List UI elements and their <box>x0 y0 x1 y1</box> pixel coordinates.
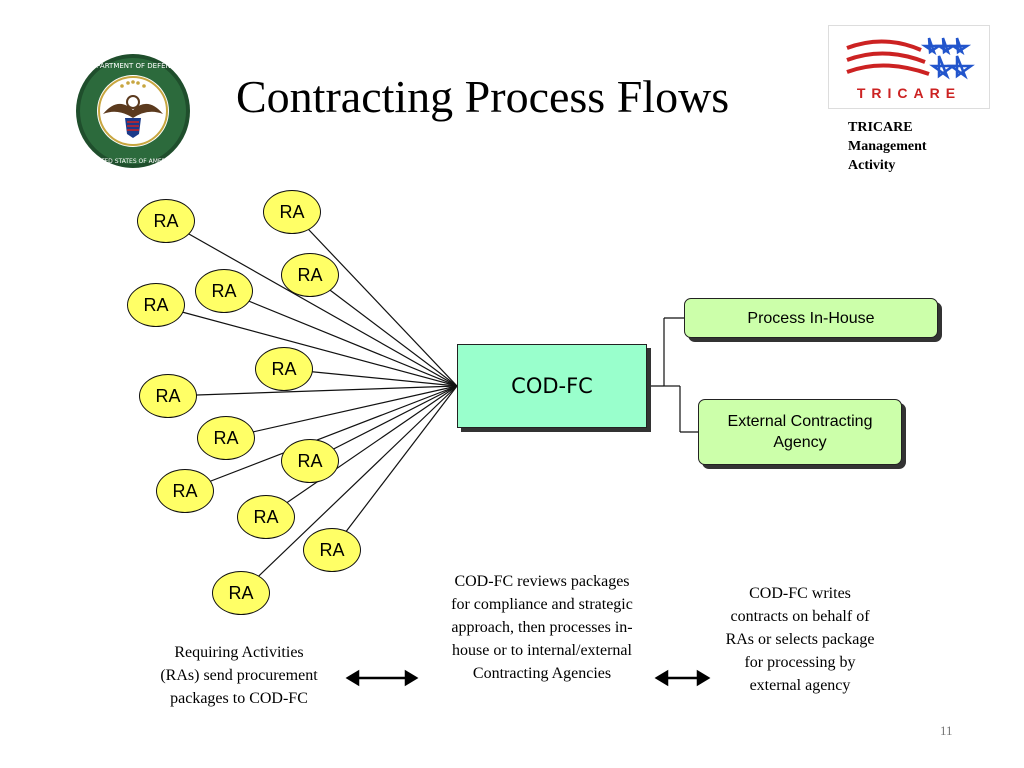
ra-node: RA <box>237 495 295 539</box>
ra-to-codfc-line <box>184 385 458 492</box>
svg-text:UNITED STATES OF AMERICA: UNITED STATES OF AMERICA <box>90 158 177 165</box>
ra-node: RA <box>195 269 253 313</box>
ra-to-codfc-line <box>165 220 458 387</box>
seal-stars <box>120 80 146 88</box>
ra-to-codfc-line <box>331 385 458 551</box>
ra-to-codfc-line <box>225 385 458 439</box>
tricare-logo: TRICARE <box>828 25 990 109</box>
process-in-house-box: Process In-House <box>684 298 938 338</box>
ra-to-codfc-line <box>223 290 458 387</box>
dod-seal-logo: DEPARTMENT OF DEFENSE UNITED STATES OF A… <box>76 54 190 168</box>
ra-node: RA <box>212 571 270 615</box>
process-in-house-label: Process In-House <box>747 309 875 327</box>
ra-to-codfc-line <box>167 385 458 397</box>
svg-text:DEPARTMENT OF DEFENSE: DEPARTMENT OF DEFENSE <box>86 62 179 70</box>
codfc-hub-label: COD-FC <box>511 374 593 398</box>
double-arrow-left <box>345 669 419 687</box>
ra-to-codfc-line <box>155 304 458 387</box>
tricare-stars-icon <box>920 37 975 80</box>
ra-node: RA <box>137 199 195 243</box>
svg-text:TRICARE: TRICARE <box>857 85 961 101</box>
ra-node: RA <box>156 469 214 513</box>
ra-node: RA <box>303 528 361 572</box>
ra-to-codfc-line <box>309 274 458 387</box>
double-arrow-right <box>654 669 711 687</box>
ra-node: RA <box>139 374 197 418</box>
ra-node: RA <box>281 439 339 483</box>
page-number: 11 <box>940 723 953 738</box>
ra-to-codfc-line <box>265 385 458 518</box>
codfc-writes-note: COD-FC writes contracts on behalf of RAs… <box>725 585 875 694</box>
external-contracting-agency-box: External Contracting Agency <box>698 399 902 465</box>
codfc-reviews-note: COD-FC reviews packages for compliance a… <box>451 573 633 682</box>
ra-to-codfc-line <box>283 368 458 387</box>
tricare-caption: TRICARE Management Activity <box>848 120 927 173</box>
page-title: Contracting Process Flows <box>236 71 730 122</box>
ra-node: RA <box>263 190 321 234</box>
external-contracting-agency-label: External Contracting Agency <box>727 413 873 451</box>
ra-node: RA <box>281 253 339 297</box>
codfc-hub-box: COD-FC <box>457 344 647 428</box>
ra-to-codfc-line <box>291 211 458 387</box>
ra-to-codfc-line <box>240 385 458 594</box>
ra-node: RA <box>197 416 255 460</box>
outcome-connector <box>647 317 698 433</box>
ra-node: RA <box>255 347 313 391</box>
requiring-activities-note: Requiring Activities (RAs) send procurem… <box>160 644 318 707</box>
ra-node: RA <box>127 283 185 327</box>
